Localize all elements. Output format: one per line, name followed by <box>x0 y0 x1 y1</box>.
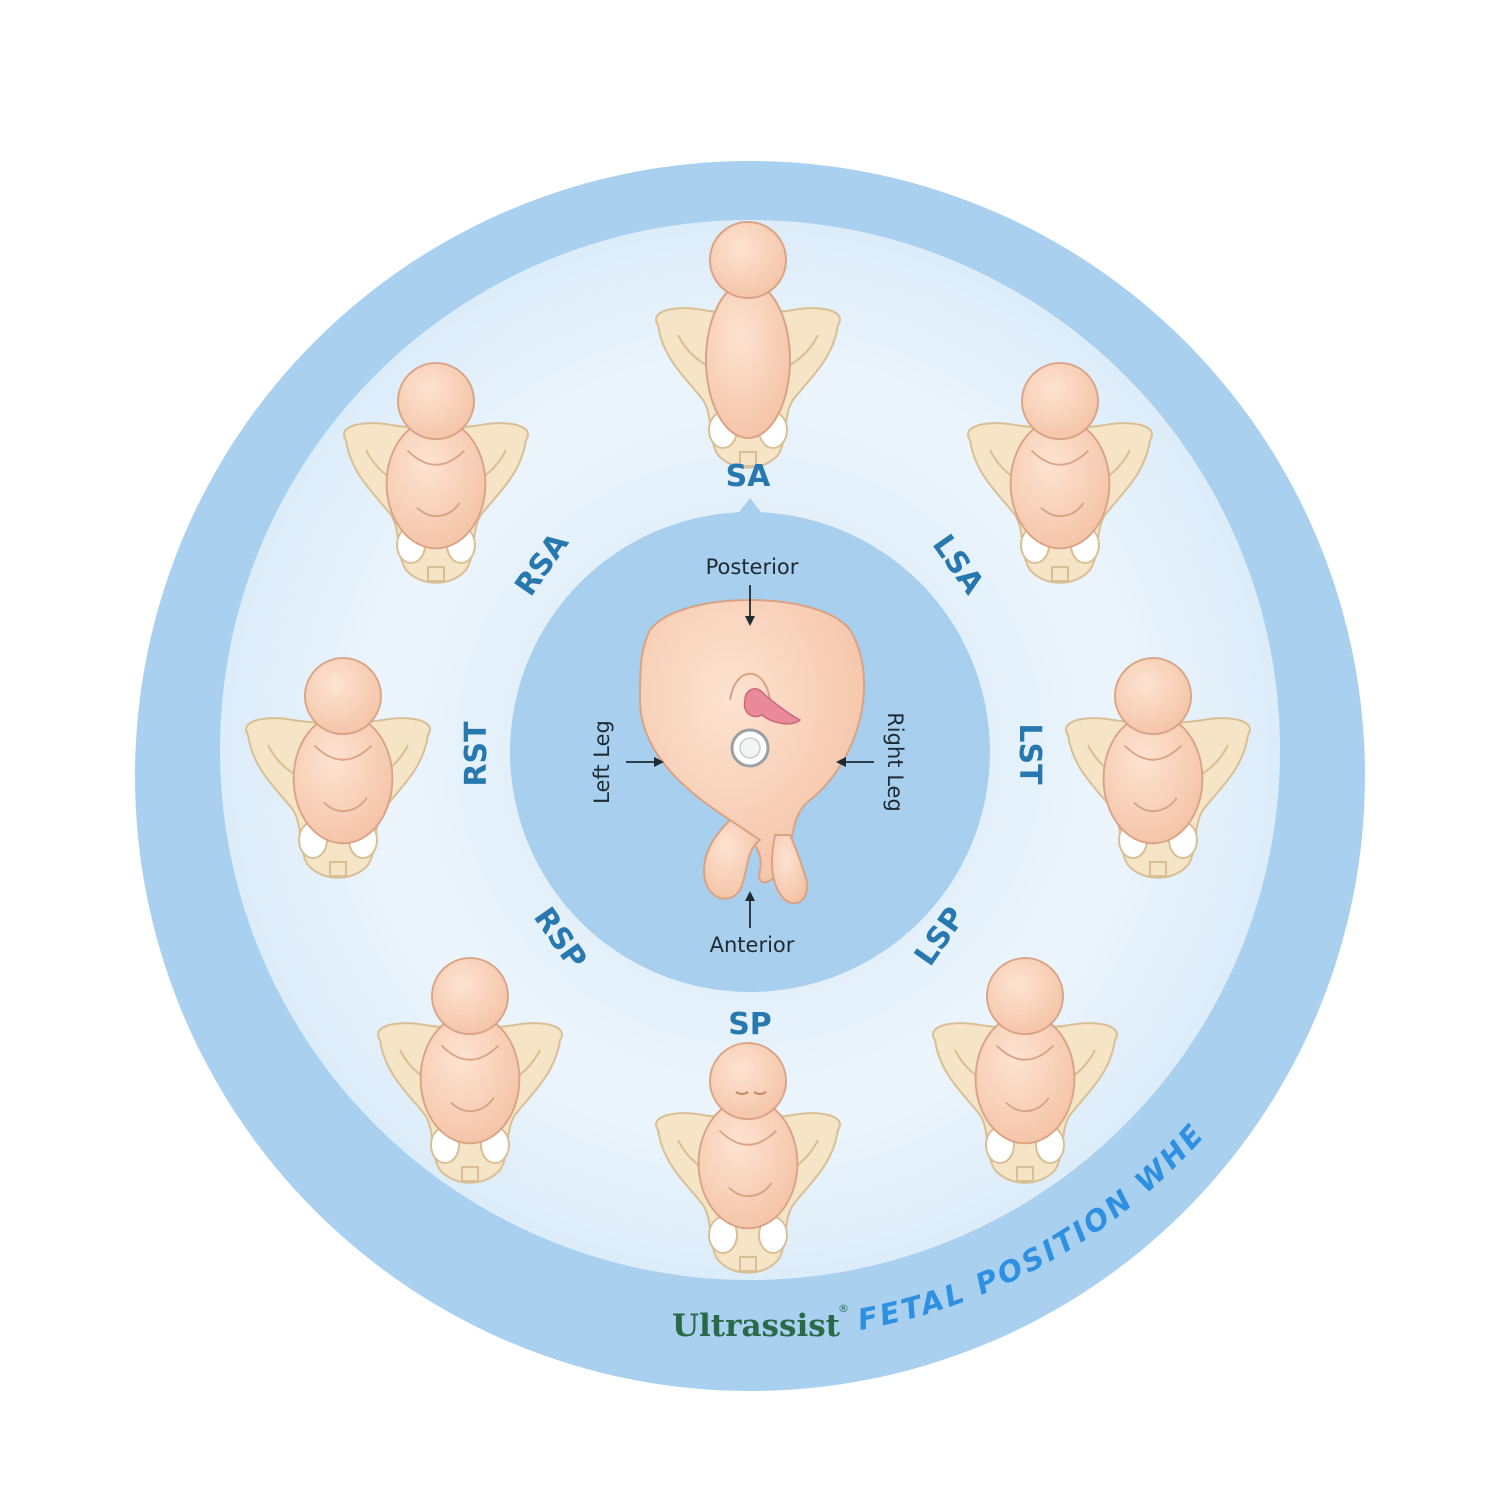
position-label-sa: SA <box>726 459 772 494</box>
brand-name: Ultrassist <box>672 1308 841 1344</box>
center-arrows <box>626 585 874 928</box>
breech-illustration <box>638 599 866 905</box>
position-figure-sp[interactable] <box>655 1042 841 1274</box>
position-label-lst: LST <box>1012 723 1047 785</box>
position-label-rst: RST <box>459 721 494 787</box>
brand-logo: Ultrassist ® <box>672 1302 849 1344</box>
registered-mark: ® <box>838 1302 849 1315</box>
position-label-sp: SP <box>728 1007 772 1042</box>
position-figure-sa[interactable] <box>655 221 841 469</box>
posterior-label: Posterior <box>706 555 799 579</box>
anterior-label: Anterior <box>710 933 795 957</box>
right-leg-label: Right Leg <box>883 712 907 812</box>
left-leg-label: Left Leg <box>590 720 614 804</box>
